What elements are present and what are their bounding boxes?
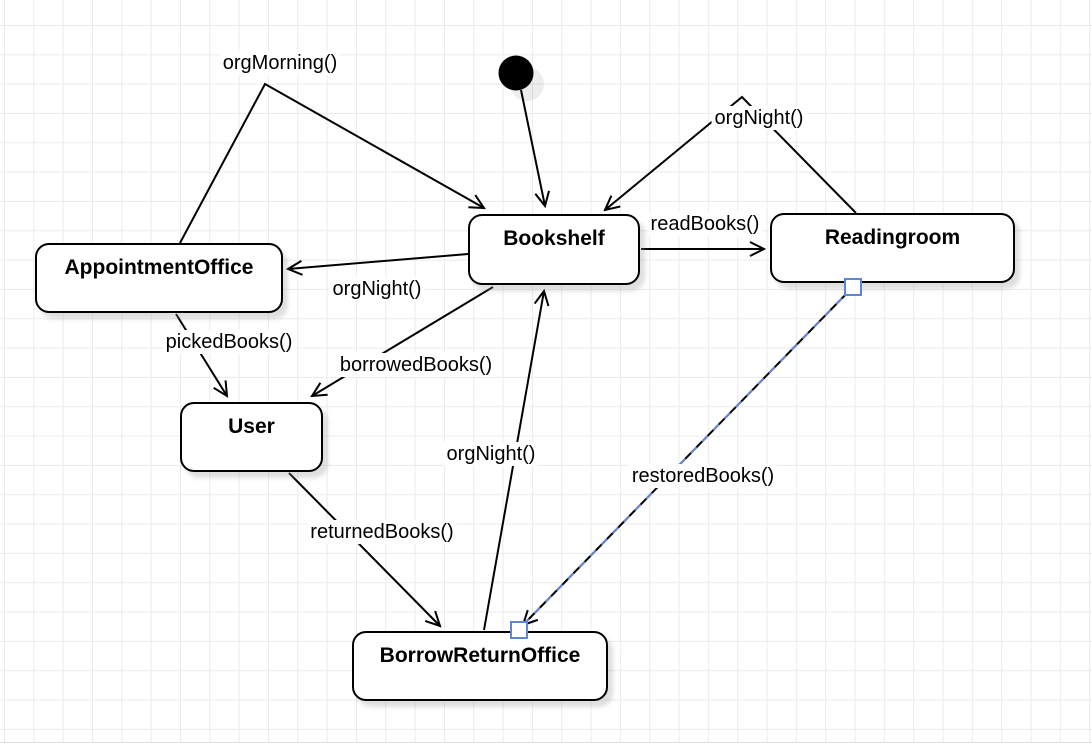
transition-label-readbooks[interactable]: readBooks() xyxy=(647,212,763,236)
state-appointmentoffice[interactable]: AppointmentOffice xyxy=(35,243,283,313)
transition-orgmorning[interactable] xyxy=(179,82,486,244)
transition-initial-to-bookshelf[interactable] xyxy=(520,89,550,209)
transition-label-orgnight-left[interactable]: orgNight() xyxy=(329,277,425,301)
transition-orgnight-to-appointmentoffice[interactable] xyxy=(285,253,469,276)
state-borrowreturnoffice[interactable]: BorrowReturnOffice xyxy=(352,631,608,701)
transition-label-pickedbooks[interactable]: pickedBooks() xyxy=(162,330,296,354)
state-bookshelf-title: Bookshelf xyxy=(503,227,605,250)
edge-endpoint-handle-source[interactable] xyxy=(844,278,862,296)
transition-orgnight-to-bookshelf-top[interactable] xyxy=(603,95,857,214)
transition-label-restoredbooks[interactable]: restoredBooks() xyxy=(628,464,778,488)
transition-label-orgnight-top[interactable]: orgNight() xyxy=(711,106,807,130)
initial-state-dot[interactable] xyxy=(498,55,534,91)
transition-borrowedbooks[interactable] xyxy=(310,286,494,398)
state-appointmentoffice-title: AppointmentOffice xyxy=(64,256,254,279)
state-user[interactable]: User xyxy=(180,402,323,472)
transition-label-returnedbooks[interactable]: returnedBooks() xyxy=(307,520,457,544)
transition-label-borrowedbooks[interactable]: borrowedBooks() xyxy=(336,353,496,377)
transition-restoredbooks[interactable] xyxy=(521,286,854,627)
edge-endpoint-handle-target[interactable] xyxy=(510,621,528,639)
transition-returnedbooks[interactable] xyxy=(288,472,442,628)
state-bookshelf[interactable]: Bookshelf xyxy=(468,214,640,285)
state-readingroom[interactable]: Readingroom xyxy=(770,213,1015,283)
state-borrowreturnoffice-title: BorrowReturnOffice xyxy=(379,644,581,667)
page-boundary-line xyxy=(0,742,1092,743)
state-user-title: User xyxy=(228,415,275,438)
state-readingroom-title: Readingroom xyxy=(824,226,961,249)
transition-label-orgmorning[interactable]: orgMorning() xyxy=(219,51,341,75)
transition-pickedbooks[interactable] xyxy=(175,313,229,398)
transition-label-orgnight-center[interactable]: orgNight() xyxy=(443,442,539,466)
